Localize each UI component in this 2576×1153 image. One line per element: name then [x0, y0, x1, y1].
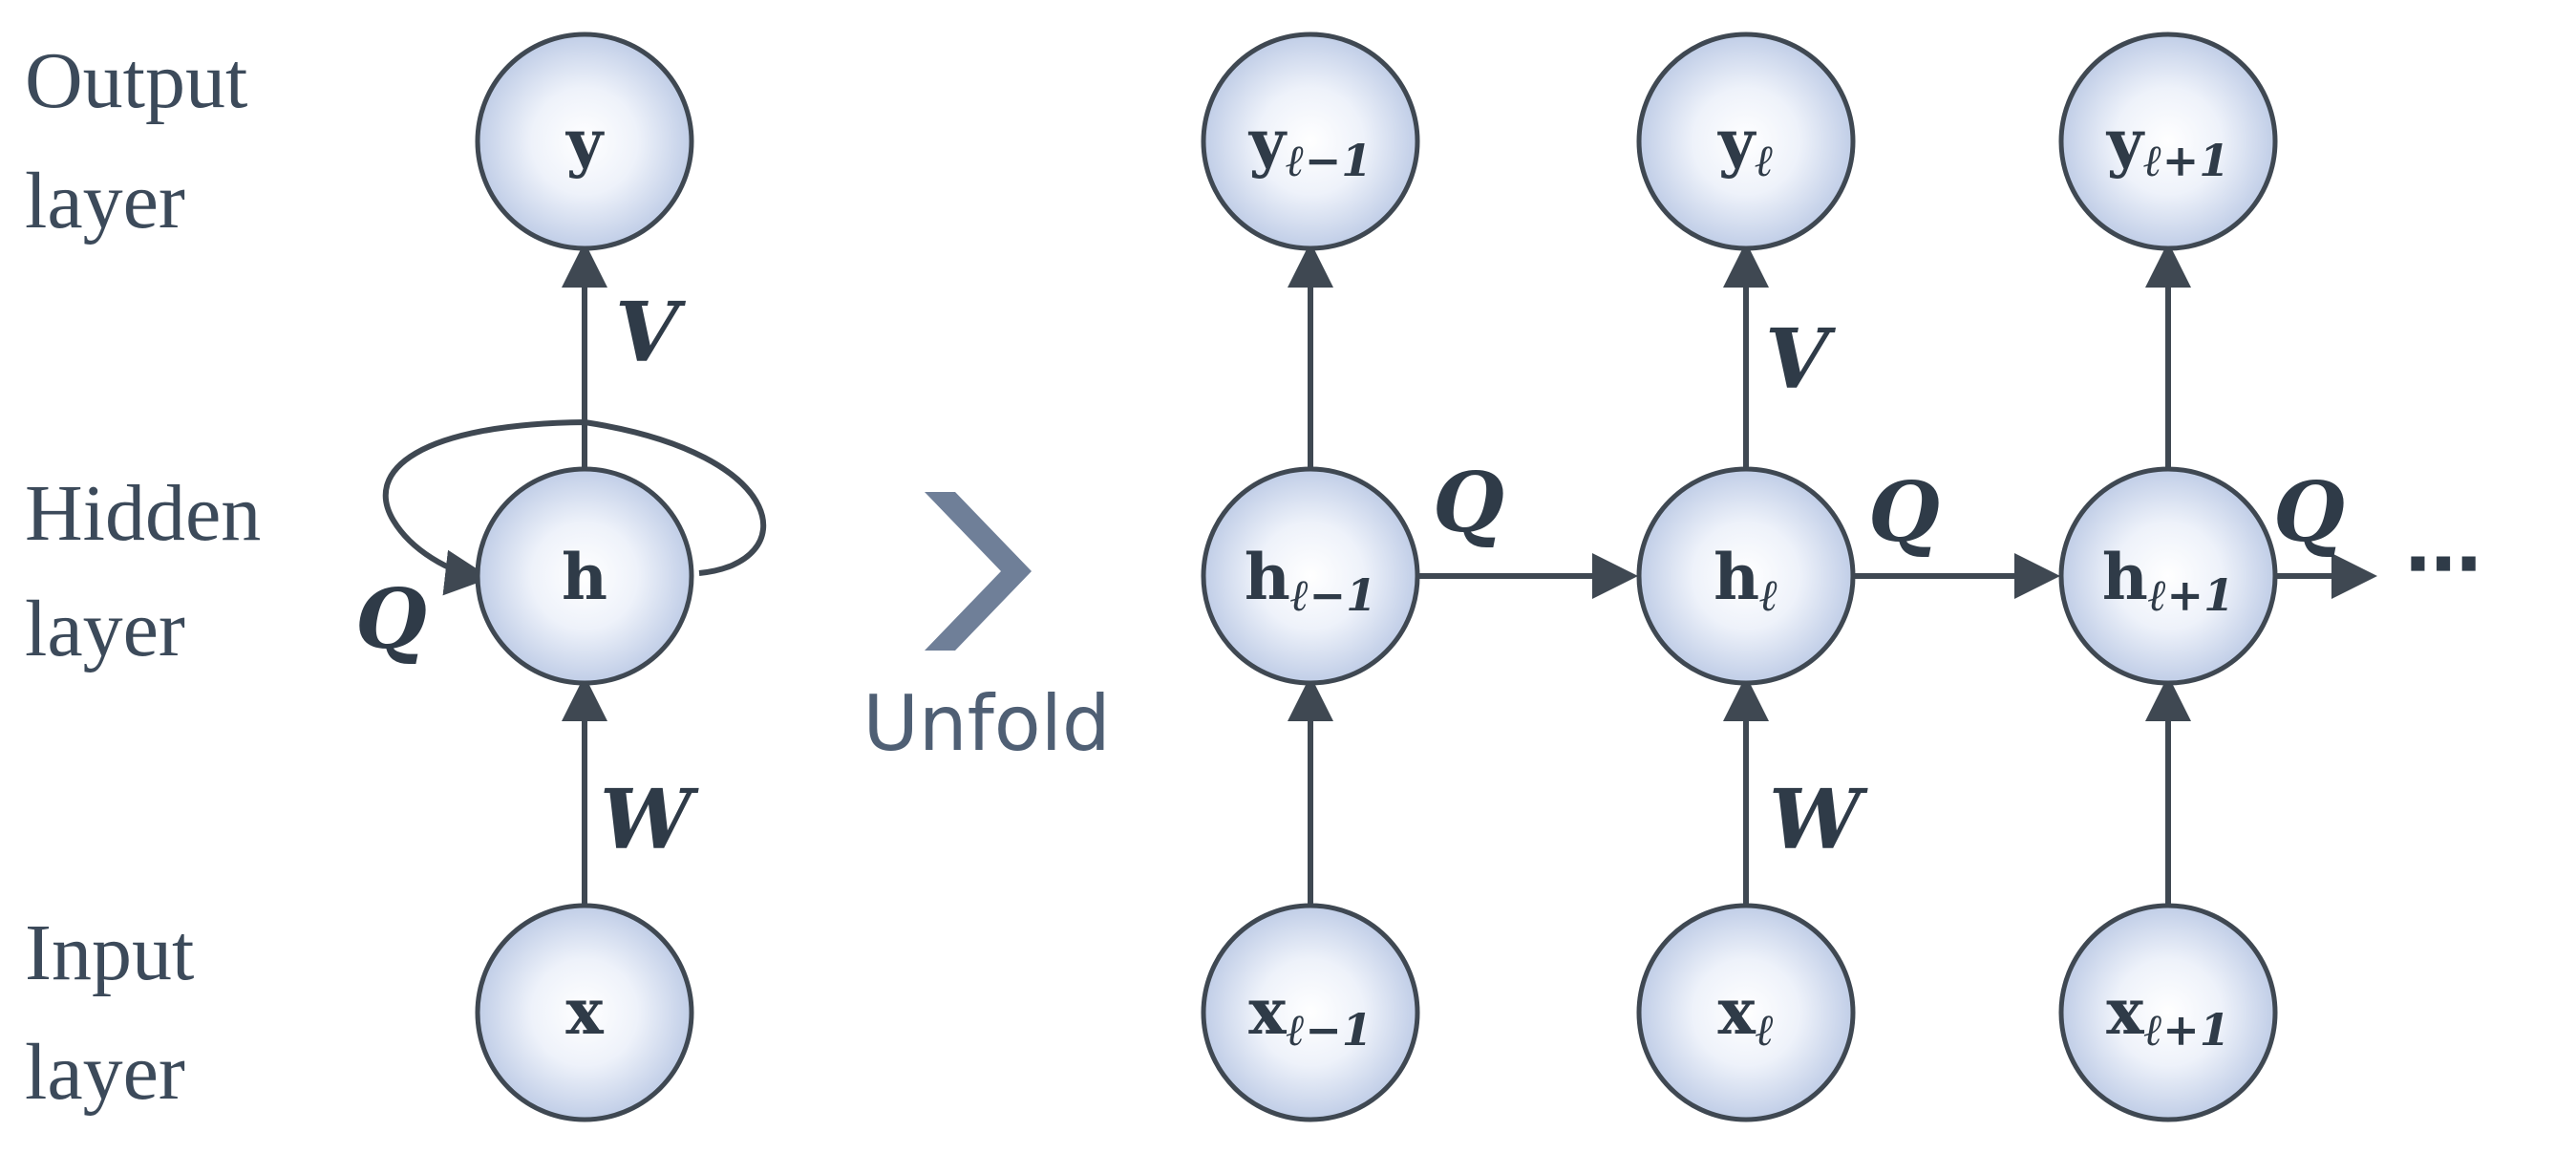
unfolded-weights: Q Q Q V W — [1433, 311, 2345, 868]
folded-hidden-label: h — [562, 540, 607, 614]
input-next-text: xℓ+1 — [2106, 974, 2230, 1056]
folded-input-label: x — [565, 974, 604, 1049]
input-node-cur: xℓ — [1636, 903, 1856, 1122]
weight-q-next: Q — [2273, 464, 2345, 561]
hidden-layer-label-line1: Hidden — [25, 469, 261, 558]
output-prev-text: yℓ−1 — [1248, 105, 1373, 186]
unfolded-hidden-nodes: hℓ−1 hℓ hℓ+1 — [1201, 466, 2278, 686]
input-prev-text: xℓ−1 — [1248, 974, 1373, 1056]
layer-labels: Output layer Hidden layer Input layer — [25, 36, 261, 1117]
unfold-label: Unfold — [862, 679, 1110, 768]
hidden-layer-label-line2: layer — [25, 585, 185, 673]
input-cur-text: xℓ — [1717, 974, 1774, 1056]
weight-v-cur: V — [1765, 311, 1837, 408]
unfolded-edges — [1288, 242, 2377, 906]
input-layer-label-line1: Input — [25, 908, 194, 997]
unfolded-input-nodes: xℓ−1 xℓ xℓ+1 — [1201, 903, 2278, 1122]
hidden-node-next: hℓ+1 — [2058, 466, 2278, 686]
output-layer-label-line1: Output — [25, 36, 247, 125]
input-node-prev: xℓ−1 — [1201, 903, 1420, 1122]
unfolded-output-nodes: yℓ−1 yℓ yℓ+1 — [1201, 32, 2278, 251]
hidden-next-text: hℓ+1 — [2102, 540, 2234, 621]
output-layer-label-line2: layer — [25, 157, 185, 246]
unfold-indicator: Unfold — [862, 492, 1111, 768]
hidden-prev-text: hℓ−1 — [1245, 540, 1376, 621]
edge-h-recurrent-loop — [382, 418, 767, 596]
weight-w-cur: W — [1769, 772, 1868, 868]
output-node-prev: yℓ−1 — [1201, 32, 1420, 251]
folded-hidden-node: h — [475, 466, 694, 686]
ellipsis: ⋯ — [2405, 520, 2481, 609]
folded-output-label: y — [565, 105, 605, 180]
double-chevron-icon — [925, 492, 1032, 651]
weight-w-folded: W — [600, 772, 699, 868]
hidden-node-cur: hℓ — [1636, 466, 1856, 686]
folded-input-node: x — [475, 903, 694, 1122]
folded-output-node: y — [475, 32, 694, 251]
folded-edges — [382, 242, 767, 906]
input-node-next: xℓ+1 — [2058, 903, 2278, 1122]
weight-q-folded: Q — [355, 571, 427, 668]
output-next-text: yℓ+1 — [2106, 105, 2230, 186]
output-cur-text: yℓ — [1717, 105, 1774, 186]
weight-q-prev: Q — [1433, 455, 1504, 551]
folded-nodes: y h x — [475, 32, 694, 1122]
hidden-node-prev: hℓ−1 — [1201, 466, 1420, 686]
hidden-cur-text: hℓ — [1714, 540, 1778, 621]
output-node-next: yℓ+1 — [2058, 32, 2278, 251]
weight-q-cur: Q — [1868, 464, 1940, 561]
chevron-inner-icon — [925, 535, 982, 608]
input-layer-label-line2: layer — [25, 1028, 185, 1117]
weight-v-folded: V — [615, 285, 687, 381]
output-node-cur: yℓ — [1636, 32, 1856, 251]
folded-weights: V Q W — [355, 285, 699, 868]
